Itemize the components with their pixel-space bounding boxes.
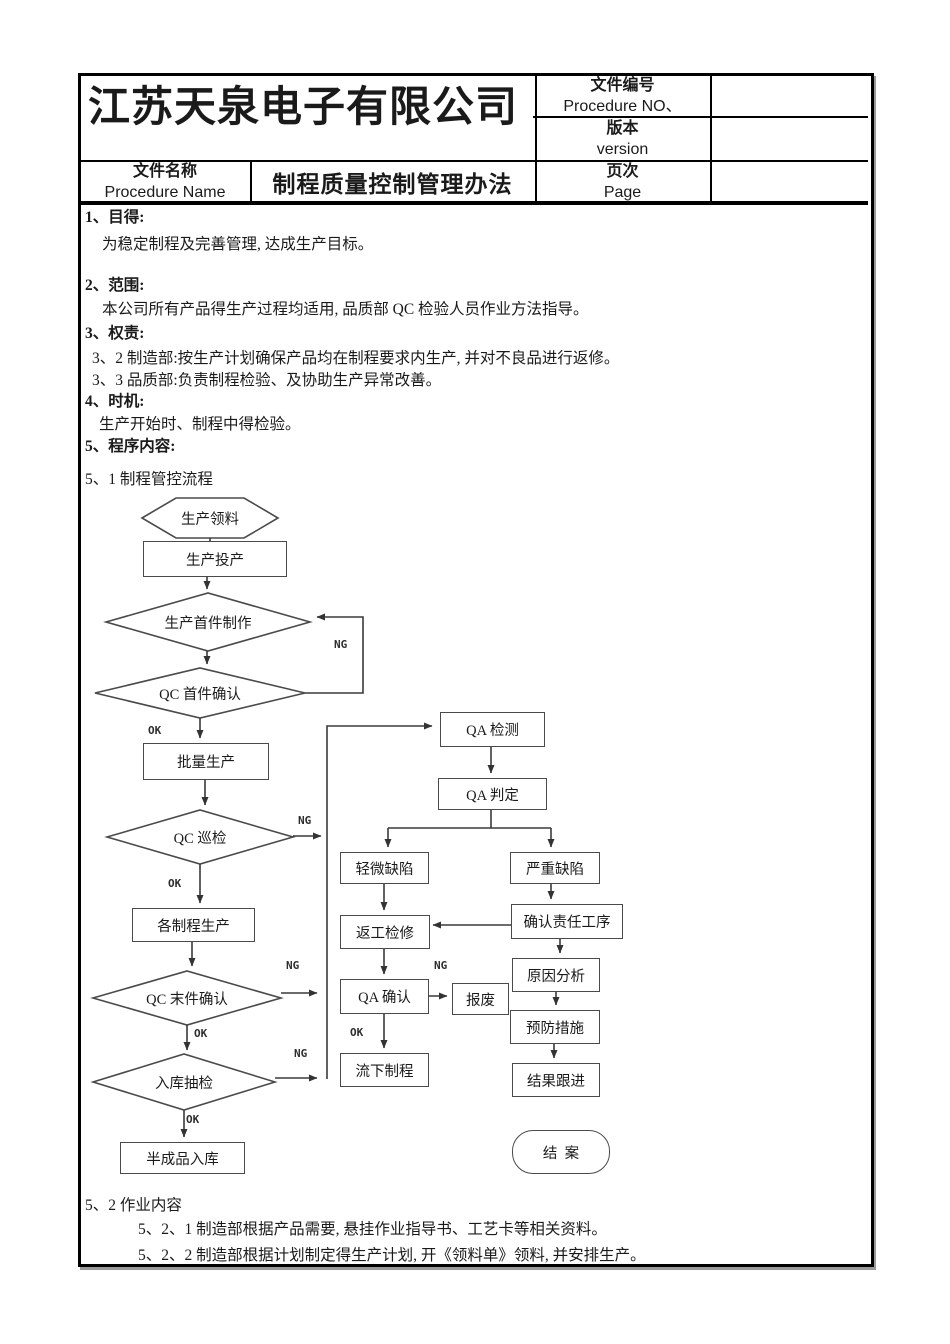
page-label-en: Page: [603, 183, 642, 201]
section-5-2-1-text: 5、2、1 制造部根据产品需要, 悬挂作业指导书、工艺卡等相关资料。: [138, 1221, 607, 1238]
section-2-heading: 2、范围:: [85, 277, 145, 294]
diamond-first-make-shape: [103, 592, 313, 652]
diamond-wh-check-shape: [90, 1053, 278, 1111]
section-2-text: 本公司所有产品得生产过程均适用, 品质部 QC 检验人员作业方法指导。: [102, 301, 589, 318]
label-ok-qc-patrol: OK: [168, 877, 182, 890]
section-3-heading: 3、权责:: [85, 325, 145, 342]
doc-no-label-cell: 文件编号 Procedure NO、: [537, 76, 708, 116]
page-label-cn: 页次: [606, 162, 639, 180]
version-label-en: version: [596, 141, 649, 158]
header-divider-col1: [535, 76, 537, 203]
header-divider-col3: [250, 161, 252, 203]
section-5-2-2-text: 5、2、2 制造部根据计划制定得生产计划, 开《领料单》领料, 并安排生产。: [138, 1247, 646, 1264]
flow-node-qa-judge: QA 判定: [438, 778, 547, 810]
section-5-2-text: 5、2 作业内容: [85, 1197, 182, 1214]
page-label-cell: 页次 Page: [537, 162, 708, 201]
header-divider-row2: [80, 160, 868, 162]
label-ng-wh-check: NG: [294, 1047, 308, 1060]
section-5-1-text: 5、1 制程管控流程: [85, 471, 213, 488]
company-name: 江苏天泉电子有限公司: [88, 84, 519, 131]
section-4-text: 生产开始时、制程中得检验。: [99, 416, 301, 433]
flow-node-scrap: 报废: [452, 983, 509, 1015]
flow-node-qa-test: QA 检测: [440, 712, 545, 747]
label-ng-qc-patrol: NG: [298, 814, 312, 827]
doc-name-label-cn: 文件名称: [132, 162, 197, 180]
document-title: 制程质量控制管理办法: [272, 171, 513, 197]
label-ok-qa-confirm: OK: [350, 1026, 364, 1039]
flow-node-qc-first: QC 首件确认: [159, 686, 241, 703]
section-3-item-2: 3、3 品质部:负责制程检验、及协助生产异常改善。: [92, 372, 442, 389]
doc-name-label-cell: 文件名称 Procedure Name: [81, 162, 249, 201]
flow-node-next-process: 流下制程: [340, 1053, 429, 1087]
header-bottom-thick-line: [80, 201, 868, 205]
section-4-heading: 4、时机:: [85, 393, 145, 410]
section-3-item-1: 3、2 制造部:按生产计划确保产品均在制程要求内生产, 并对不良品进行返修。: [92, 350, 620, 367]
diamond-qc-patrol-shape: [104, 809, 296, 865]
label-ok-wh-check: OK: [186, 1113, 200, 1126]
label-ok-qc-last: OK: [194, 1027, 208, 1040]
label-ok-qc-first: OK: [148, 724, 162, 737]
flow-node-cause-analysis: 原因分析: [512, 958, 600, 992]
flow-node-prevention: 预防措施: [510, 1010, 600, 1044]
flow-node-qc-patrol: QC 巡检: [173, 830, 227, 847]
label-ng-qa-confirm: NG: [434, 959, 448, 972]
diamond-qc-last-shape: [90, 970, 284, 1026]
flow-node-qc-last: QC 末件确认: [146, 991, 228, 1008]
version-label-cell: 版本 version: [537, 118, 708, 160]
label-ng-qc-first: NG: [334, 638, 348, 651]
flow-node-first-make: 生产首件制作: [164, 615, 252, 632]
flow-node-major-defect: 严重缺陷: [510, 852, 600, 884]
flow-node-close-case: 结 案: [512, 1130, 610, 1174]
section-1-heading: 1、目得:: [85, 209, 145, 226]
doc-no-label-cn: 文件编号: [590, 77, 655, 94]
section-1-text: 为稳定制程及完善管理, 达成生产目标。: [102, 236, 374, 253]
flow-node-receive: 生产领料: [181, 511, 239, 528]
flow-node-minor-defect: 轻微缺陷: [340, 852, 429, 884]
flow-node-qa-confirm: QA 确认: [340, 979, 429, 1014]
flow-node-each-process: 各制程生产: [132, 908, 255, 942]
merged-cell-mask: [81, 114, 533, 120]
hexagon-receive-shape: [140, 497, 280, 539]
flow-node-result-follow: 结果跟进: [512, 1063, 600, 1097]
section-5-heading: 5、程序内容:: [85, 438, 176, 455]
flow-node-start: 生产投产: [143, 541, 287, 577]
doc-name-label-en: Procedure Name: [104, 183, 226, 201]
label-ng-qc-last: NG: [286, 959, 300, 972]
version-label-cn: 版本: [606, 120, 639, 137]
flow-node-wh-check: 入库抽检: [155, 1075, 213, 1092]
flow-node-semi-storage: 半成品入库: [120, 1142, 245, 1174]
doc-no-label-en: Procedure NO、: [563, 98, 682, 115]
header-divider-col2: [710, 76, 712, 203]
flow-node-rework: 返工检修: [340, 915, 430, 949]
flow-node-batch: 批量生产: [143, 743, 269, 780]
flow-node-confirm-process: 确认责任工序: [511, 904, 623, 939]
